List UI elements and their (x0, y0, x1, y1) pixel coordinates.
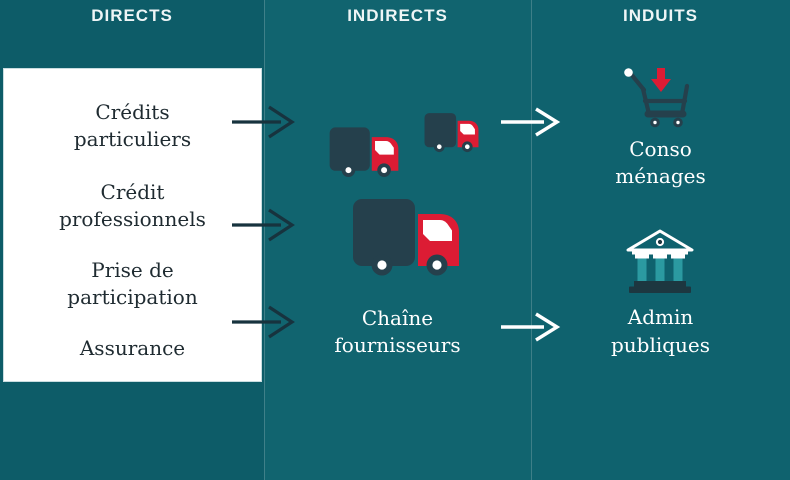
right-arrow-icon (232, 305, 295, 339)
household-consumption-label: Conso ménages (615, 137, 706, 188)
delivery-truck-icon (353, 199, 459, 276)
directs-panel: Crédits particuliers Crédit professionne… (3, 68, 262, 382)
right-arrow-icon (501, 107, 561, 137)
direct-item: Assurance (79, 336, 186, 360)
direct-item: Crédit professionnels (59, 180, 206, 231)
delivery-truck-icon (424, 113, 479, 153)
column-divider (531, 0, 532, 480)
column-divider (264, 0, 265, 480)
direct-item: Crédits particuliers (73, 100, 192, 151)
right-arrow-icon (232, 208, 295, 242)
delivery-truck-icon (329, 127, 399, 177)
bank-icon (626, 229, 694, 293)
right-arrow-icon (501, 312, 561, 342)
right-arrow-icon (232, 105, 295, 139)
directs-header: DIRECTS (91, 6, 173, 25)
induits-header: INDUITS (623, 6, 698, 25)
direct-item: Prise de participation (67, 258, 198, 309)
indirects-header: INDIRECTS (347, 6, 448, 25)
public-administration-label: Admin publiques (610, 305, 711, 357)
supply-chain-label: Chaîne fournisseurs (334, 306, 461, 357)
shopping-cart-icon (624, 68, 690, 128)
